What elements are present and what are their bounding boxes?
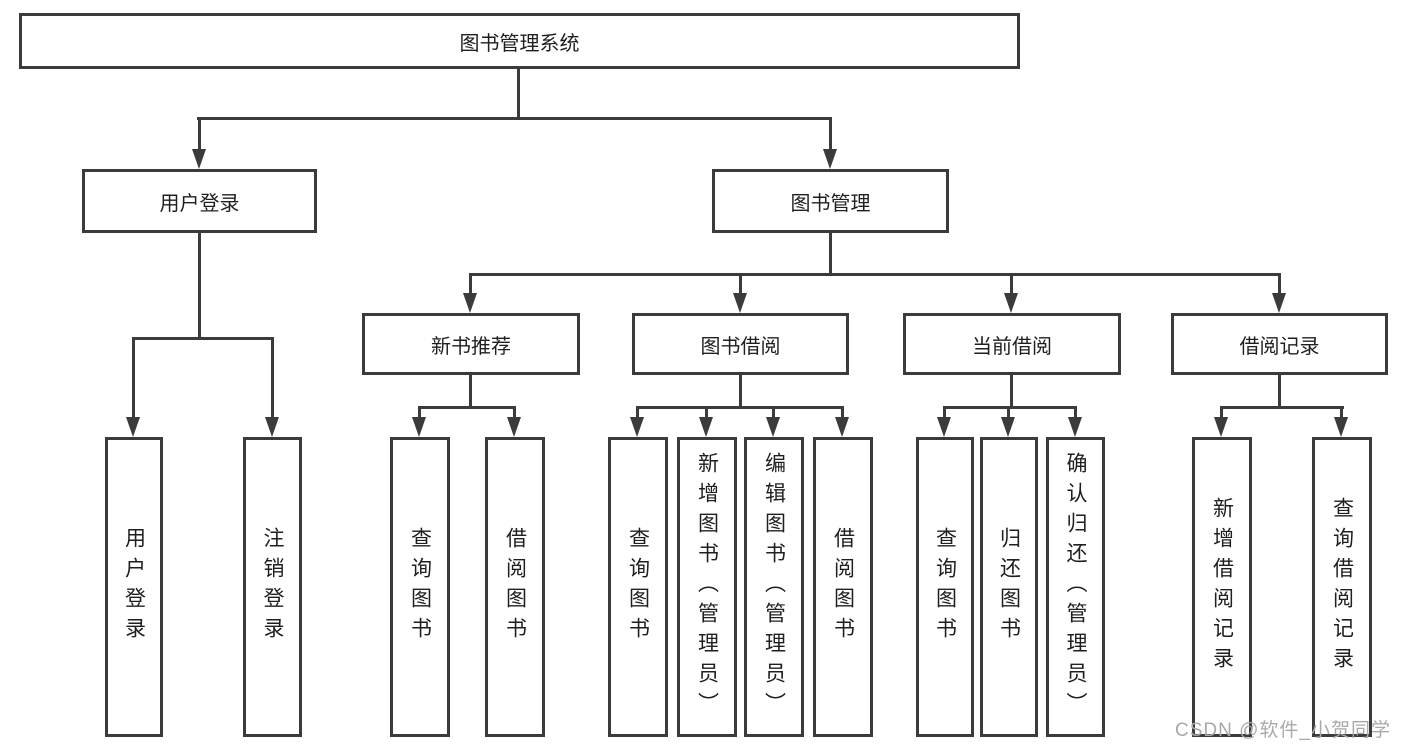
arrowhead xyxy=(766,417,780,437)
leaf-borrow-books-borrowing: 借阅图书 xyxy=(813,437,873,737)
arrowhead xyxy=(192,149,206,169)
arrowhead xyxy=(126,417,140,437)
connector-line xyxy=(418,406,516,409)
node-user-login: 用户登录 xyxy=(82,169,317,233)
leaf-query-books-current-label: 查询图书 xyxy=(933,527,957,647)
connector-line xyxy=(1340,406,1343,421)
node-current-borrowing: 当前借阅 xyxy=(903,313,1121,375)
arrowhead xyxy=(507,417,521,437)
connector-line xyxy=(1010,375,1013,409)
connector-line xyxy=(469,273,472,297)
arrowhead xyxy=(1214,417,1228,437)
node-book-borrowing: 图书借阅 xyxy=(632,313,849,375)
node-root: 图书管理系统 xyxy=(19,13,1020,69)
leaf-add-borrow-record-label: 新增借阅记录 xyxy=(1210,497,1234,677)
leaf-borrow-books-borrowing-label: 借阅图书 xyxy=(831,527,855,647)
connector-line xyxy=(739,273,742,297)
arrowhead xyxy=(823,149,837,169)
arrowhead xyxy=(463,293,477,313)
leaf-borrow-books-recommend-label: 借阅图书 xyxy=(503,527,527,647)
connector-line xyxy=(197,117,832,120)
connector-line xyxy=(1278,273,1281,297)
arrowhead xyxy=(835,417,849,437)
leaf-confirm-return-admin: 确认归还（管理员） xyxy=(1046,437,1105,737)
arrowhead xyxy=(1001,417,1015,437)
leaf-edit-book-admin-label: 编辑图书（管理员） xyxy=(762,452,786,722)
connector-line xyxy=(943,406,1077,409)
arrowhead xyxy=(1004,293,1018,313)
connector-line xyxy=(1010,273,1013,297)
leaf-edit-book-admin: 编辑图书（管理员） xyxy=(744,437,804,737)
leaf-query-books-recommend-label: 查询图书 xyxy=(408,527,432,647)
arrowhead xyxy=(699,417,713,437)
connector-line xyxy=(517,69,520,120)
connector-line xyxy=(1074,406,1077,421)
arrowhead xyxy=(412,417,426,437)
connector-line xyxy=(636,406,844,409)
leaf-add-borrow-record: 新增借阅记录 xyxy=(1192,437,1252,737)
leaf-borrow-books-recommend: 借阅图书 xyxy=(485,437,545,737)
arrowhead xyxy=(1068,417,1082,437)
leaf-logout: 注销登录 xyxy=(243,437,302,737)
leaf-confirm-return-admin-label: 确认归还（管理员） xyxy=(1064,452,1087,722)
leaf-return-book: 归还图书 xyxy=(980,437,1038,737)
leaf-logout-label: 注销登录 xyxy=(261,527,284,647)
connector-line xyxy=(1220,406,1344,409)
node-new-book-recommend: 新书推荐 xyxy=(362,313,580,375)
connector-line xyxy=(772,406,775,421)
leaf-query-borrow-record: 查询借阅记录 xyxy=(1312,437,1372,737)
connector-line xyxy=(1007,406,1010,421)
leaf-return-book-label: 归还图书 xyxy=(997,527,1021,647)
connector-line xyxy=(705,406,708,421)
connector-line xyxy=(198,233,201,340)
leaf-query-books-borrowing-label: 查询图书 xyxy=(626,527,650,647)
connector-line xyxy=(943,406,946,421)
connector-line xyxy=(841,406,844,421)
connector-line xyxy=(1220,406,1223,421)
connector-line xyxy=(829,233,832,276)
leaf-query-books-borrowing: 查询图书 xyxy=(608,437,668,737)
connector-line xyxy=(636,406,639,421)
connector-line xyxy=(829,117,832,153)
arrowhead xyxy=(1334,417,1348,437)
arrowhead xyxy=(733,293,747,313)
node-borrowing-records: 借阅记录 xyxy=(1171,313,1388,375)
arrowhead xyxy=(1272,293,1286,313)
arrowhead xyxy=(265,417,279,437)
arrowhead xyxy=(630,417,644,437)
arrowhead xyxy=(937,417,951,437)
watermark: CSDN @软件_小贺同学 xyxy=(1175,720,1391,741)
connector-line xyxy=(513,406,516,421)
leaf-add-book-admin-label: 新增图书（管理员） xyxy=(695,452,719,722)
leaf-add-book-admin: 新增图书（管理员） xyxy=(677,437,737,737)
leaf-query-books-recommend: 查询图书 xyxy=(390,437,450,737)
connector-line xyxy=(469,273,1281,276)
connector-line xyxy=(739,375,742,409)
connector-line xyxy=(132,337,274,340)
leaf-query-books-current: 查询图书 xyxy=(916,437,974,737)
node-book-management: 图书管理 xyxy=(712,169,949,233)
leaf-user-login: 用户登录 xyxy=(105,437,163,737)
connector-line xyxy=(271,337,274,421)
leaf-user-login-label: 用户登录 xyxy=(122,527,146,647)
connector-line xyxy=(418,406,421,421)
connector-line xyxy=(469,375,472,409)
connector-line xyxy=(132,337,135,421)
connector-line xyxy=(198,117,201,153)
connector-line xyxy=(1278,375,1281,409)
leaf-query-borrow-record-label: 查询借阅记录 xyxy=(1330,497,1354,677)
